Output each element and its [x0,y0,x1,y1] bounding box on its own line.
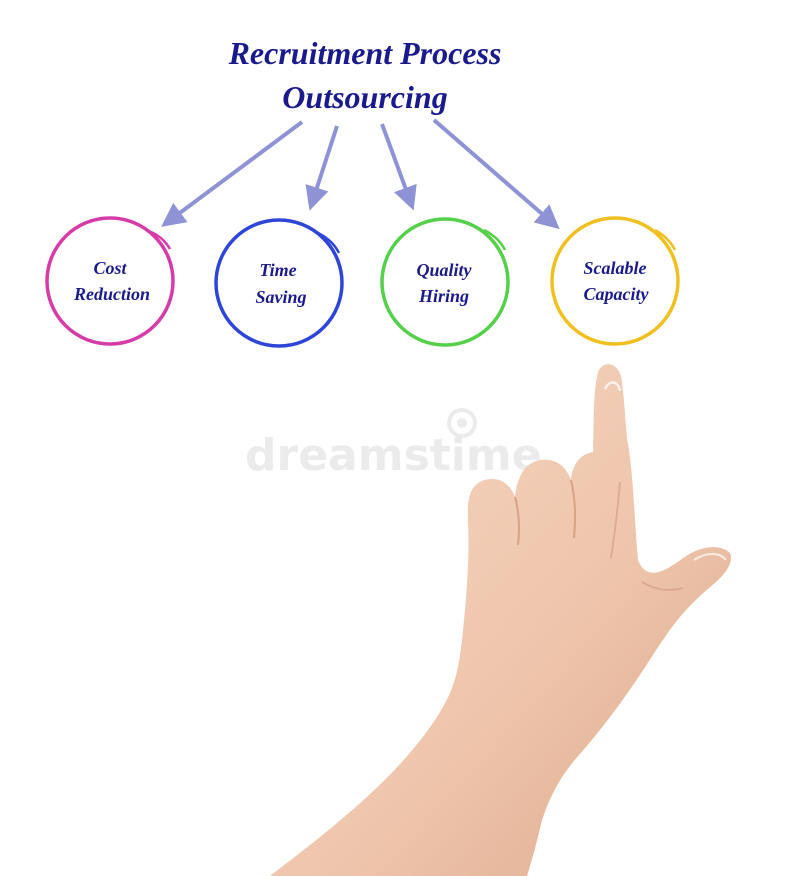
dreamstime-watermark: dreamstime [245,408,542,481]
node-scalable-capacity: Scalable Capacity [550,216,680,346]
node-scalable-capacity-line-2: Capacity [584,284,650,304]
fingernail-thumb [693,553,727,561]
fingernail-index [603,381,622,392]
node-scalable-capacity-line-1: Scalable [584,258,647,278]
node-quality-hiring-line-1: Quality [416,260,472,280]
arrow-to-scalable-capacity [432,118,560,230]
node-quality-hiring: Quality Hiring [380,217,510,347]
node-scalable-capacity-circle [550,216,680,346]
finger-fold-2 [570,479,576,539]
arrow-to-quality-hiring [380,123,417,211]
node-time-saving-circle [214,218,344,348]
diagram-title: Recruitment Process Outsourcing [228,35,502,115]
finger-fold-1 [514,496,520,546]
arrow-to-cost-reduction [161,120,304,227]
title-line-2: Outsourcing [282,79,447,115]
node-quality-hiring-circle [380,217,510,347]
dreamstime-logo-icon [447,408,477,438]
node-time-saving-stroke-tail [317,231,341,254]
node-cost-reduction: Cost Reduction [45,216,175,346]
node-time-saving-line-2: Saving [255,287,306,307]
arrow-to-time-saving [305,125,339,211]
node-time-saving-line-1: Time [259,260,296,280]
arrows [161,118,560,230]
hand-pointing-icon [270,364,731,876]
node-quality-hiring-stroke-tail [483,228,507,251]
node-quality-hiring-line-2: Hiring [418,286,469,306]
node-cost-reduction-stroke-tail [150,230,172,250]
node-time-saving: Time Saving [214,218,344,348]
hand-shape [270,364,731,876]
title-line-1: Recruitment Process [228,35,502,71]
node-cost-reduction-line-1: Cost [93,258,127,278]
thumb-crease [641,581,684,591]
index-finger-crease [610,481,621,559]
watermark-text: dreamstime [245,430,542,481]
node-cost-reduction-circle [45,216,175,346]
node-scalable-capacity-stroke-tail [654,228,677,251]
node-cost-reduction-line-2: Reduction [73,284,150,304]
